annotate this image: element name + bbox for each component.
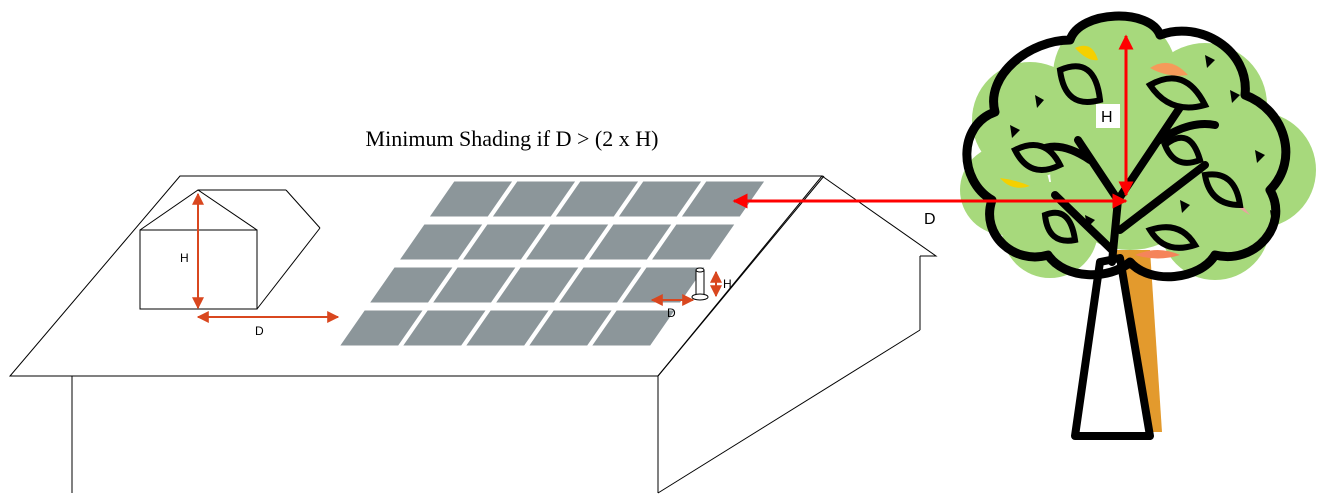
gable-bottom-edge — [657, 329, 921, 494]
solar-panel — [398, 223, 485, 261]
solar-panel — [368, 266, 455, 304]
solar-panel — [650, 223, 737, 261]
solar-panel — [590, 309, 677, 347]
solar-panel — [587, 223, 674, 261]
solar-panel — [428, 180, 514, 218]
gable-left-edge — [657, 175, 825, 377]
dormer — [139, 189, 321, 310]
gable-roof-edge — [821, 175, 938, 257]
tree-height-label-box — [1096, 104, 1120, 128]
solar-panel — [464, 309, 551, 347]
solar-panel — [527, 309, 614, 347]
diagram-title: Minimum Shading if D > (2 x H) — [366, 126, 659, 151]
dormer-distance-label: D — [255, 324, 264, 338]
solar-panel — [494, 266, 581, 304]
solar-panel — [338, 309, 425, 347]
solar-panel — [524, 223, 611, 261]
vent-distance-label: D — [667, 306, 676, 320]
solar-panel — [554, 180, 640, 218]
dormer-height-label: H — [180, 251, 189, 265]
dormer-side — [256, 227, 321, 310]
tree-distance-label: D — [924, 211, 936, 228]
solar-panel — [461, 223, 548, 261]
tree-icon — [960, 11, 1316, 440]
solar-panel — [617, 180, 703, 218]
dormer-ridge-slope — [285, 189, 321, 229]
tree-height-label: H — [1101, 109, 1113, 126]
solar-panel — [431, 266, 518, 304]
vent-height-label: H — [723, 277, 732, 291]
solar-panel — [491, 180, 577, 218]
solar-panel-array — [338, 180, 766, 347]
solar-panel — [557, 266, 644, 304]
solar-panel — [401, 309, 488, 347]
